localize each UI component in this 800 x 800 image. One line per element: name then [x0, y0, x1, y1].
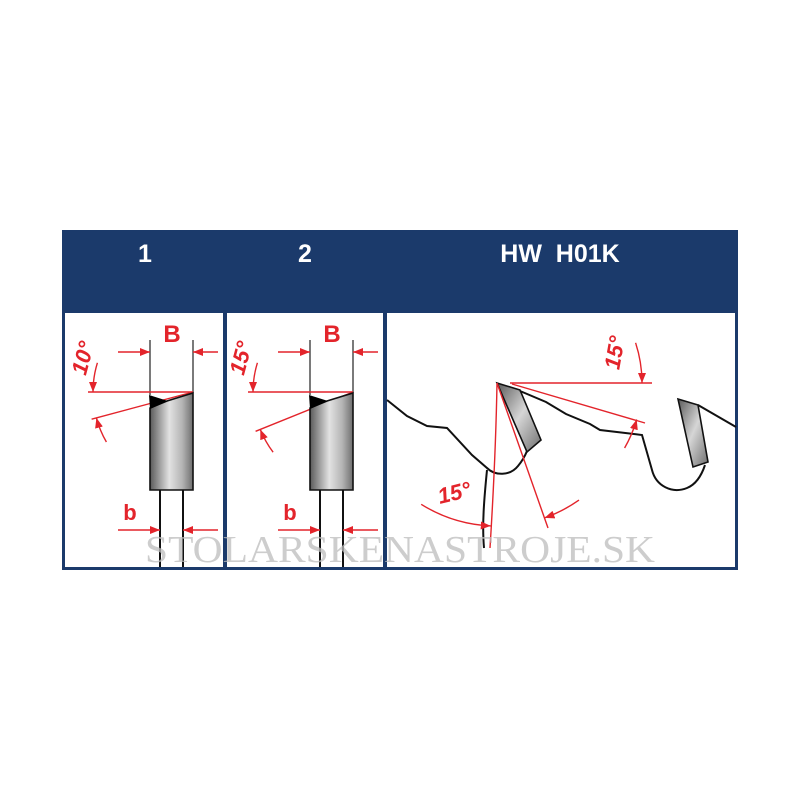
saw-profile-left	[386, 399, 528, 475]
carbide-tip-2	[676, 397, 709, 469]
tooth-back-profile	[519, 390, 706, 491]
angle-arc-upper	[249, 362, 259, 393]
column-1-label: 1	[138, 240, 152, 268]
watermark: STOLARSKENASTROJE.SK	[145, 529, 656, 571]
tooth-body	[309, 391, 354, 491]
panel-3: 15° 15°	[386, 334, 737, 549]
clearance-angle-label: 15°	[599, 334, 629, 371]
column-3-label: HW H01K	[500, 240, 619, 268]
kerf-label: b	[123, 500, 136, 525]
bevel-angle-line	[91, 391, 194, 420]
clearance-arc-lower	[623, 419, 638, 449]
angle-arc-lower	[259, 429, 274, 453]
tooth-bevel-tip	[149, 395, 168, 409]
table-frame	[62, 230, 738, 570]
width-label: B	[163, 321, 180, 348]
radial-reference-curve	[489, 382, 498, 549]
angle-arc-lower	[95, 417, 108, 443]
blade-side-curve	[482, 469, 488, 549]
clearance-line	[511, 383, 646, 424]
kerf-label: b	[283, 500, 296, 525]
header-band	[62, 230, 738, 313]
saw-profile-right	[697, 404, 737, 428]
hook-arc-left	[420, 503, 491, 530]
outer-border	[62, 230, 738, 570]
tooth-body	[149, 391, 194, 491]
angle-arc-upper	[89, 362, 99, 393]
carbide-tip-1	[495, 381, 542, 454]
header-labels: 1 2 HW H01K	[138, 240, 620, 268]
hook-face-line	[496, 382, 549, 529]
column-2-label: 2	[298, 240, 312, 268]
tooth-bevel-tip	[309, 395, 328, 409]
clearance-arc-upper	[634, 342, 646, 384]
width-label: B	[323, 321, 340, 348]
hook-arc-right	[544, 499, 580, 519]
panel-1: B 10° b	[66, 321, 218, 567]
